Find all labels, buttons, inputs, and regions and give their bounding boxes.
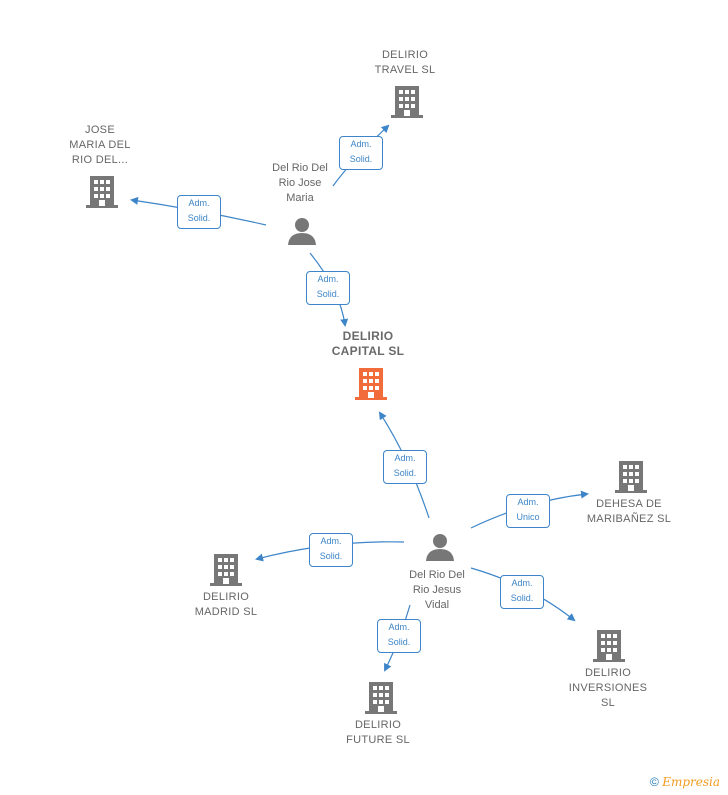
building-icon[interactable] [615,459,647,493]
company-label-madrid[interactable]: DELIRIO MADRID SL [194,591,258,618]
copyright-icon: © [650,775,659,789]
relation-box[interactable]: Adm.Solid. [500,575,544,609]
main-building-icon[interactable] [355,366,387,400]
brand-name: Empresia [662,775,720,789]
relation-box[interactable]: Adm.Solid. [309,533,353,567]
company-label-inversiones[interactable]: DELIRIO INVERSIONES SL [568,667,648,709]
company-label-future[interactable]: DELIRIO FUTURE SL [346,719,410,746]
relation-box[interactable]: Adm.Solid. [306,271,350,305]
building-icon[interactable] [593,628,625,662]
relation-box[interactable]: Adm.Unico [506,494,550,528]
footer-brand[interactable]: © Empresia [650,775,720,789]
building-icon[interactable] [391,84,423,118]
building-icon[interactable] [210,552,242,586]
company-label-jose-maria[interactable]: JOSE MARIA DEL RIO DEL... [69,124,131,166]
company-label-travel[interactable]: DELIRIO TRAVEL SL [374,49,436,76]
person-icon[interactable] [425,533,455,561]
person-icon[interactable] [287,217,317,245]
person-label-jesus[interactable]: Del Rio Del Rio Jesus Vidal [409,569,465,611]
building-icon[interactable] [365,680,397,714]
relation-box[interactable]: Adm.Solid. [377,619,421,653]
building-icon[interactable] [86,174,118,208]
company-label-capital[interactable]: DELIRIO CAPITAL SL [331,329,405,358]
company-label-dehesa[interactable]: DEHESA DE MARIBAÑEZ SL [586,498,672,525]
relation-box[interactable]: Adm.Solid. [177,195,221,229]
relation-box[interactable]: Adm.Solid. [383,450,427,484]
relation-box[interactable]: Adm.Solid. [339,136,383,170]
person-label-jose[interactable]: Del Rio Del Rio Jose Maria [272,162,328,204]
